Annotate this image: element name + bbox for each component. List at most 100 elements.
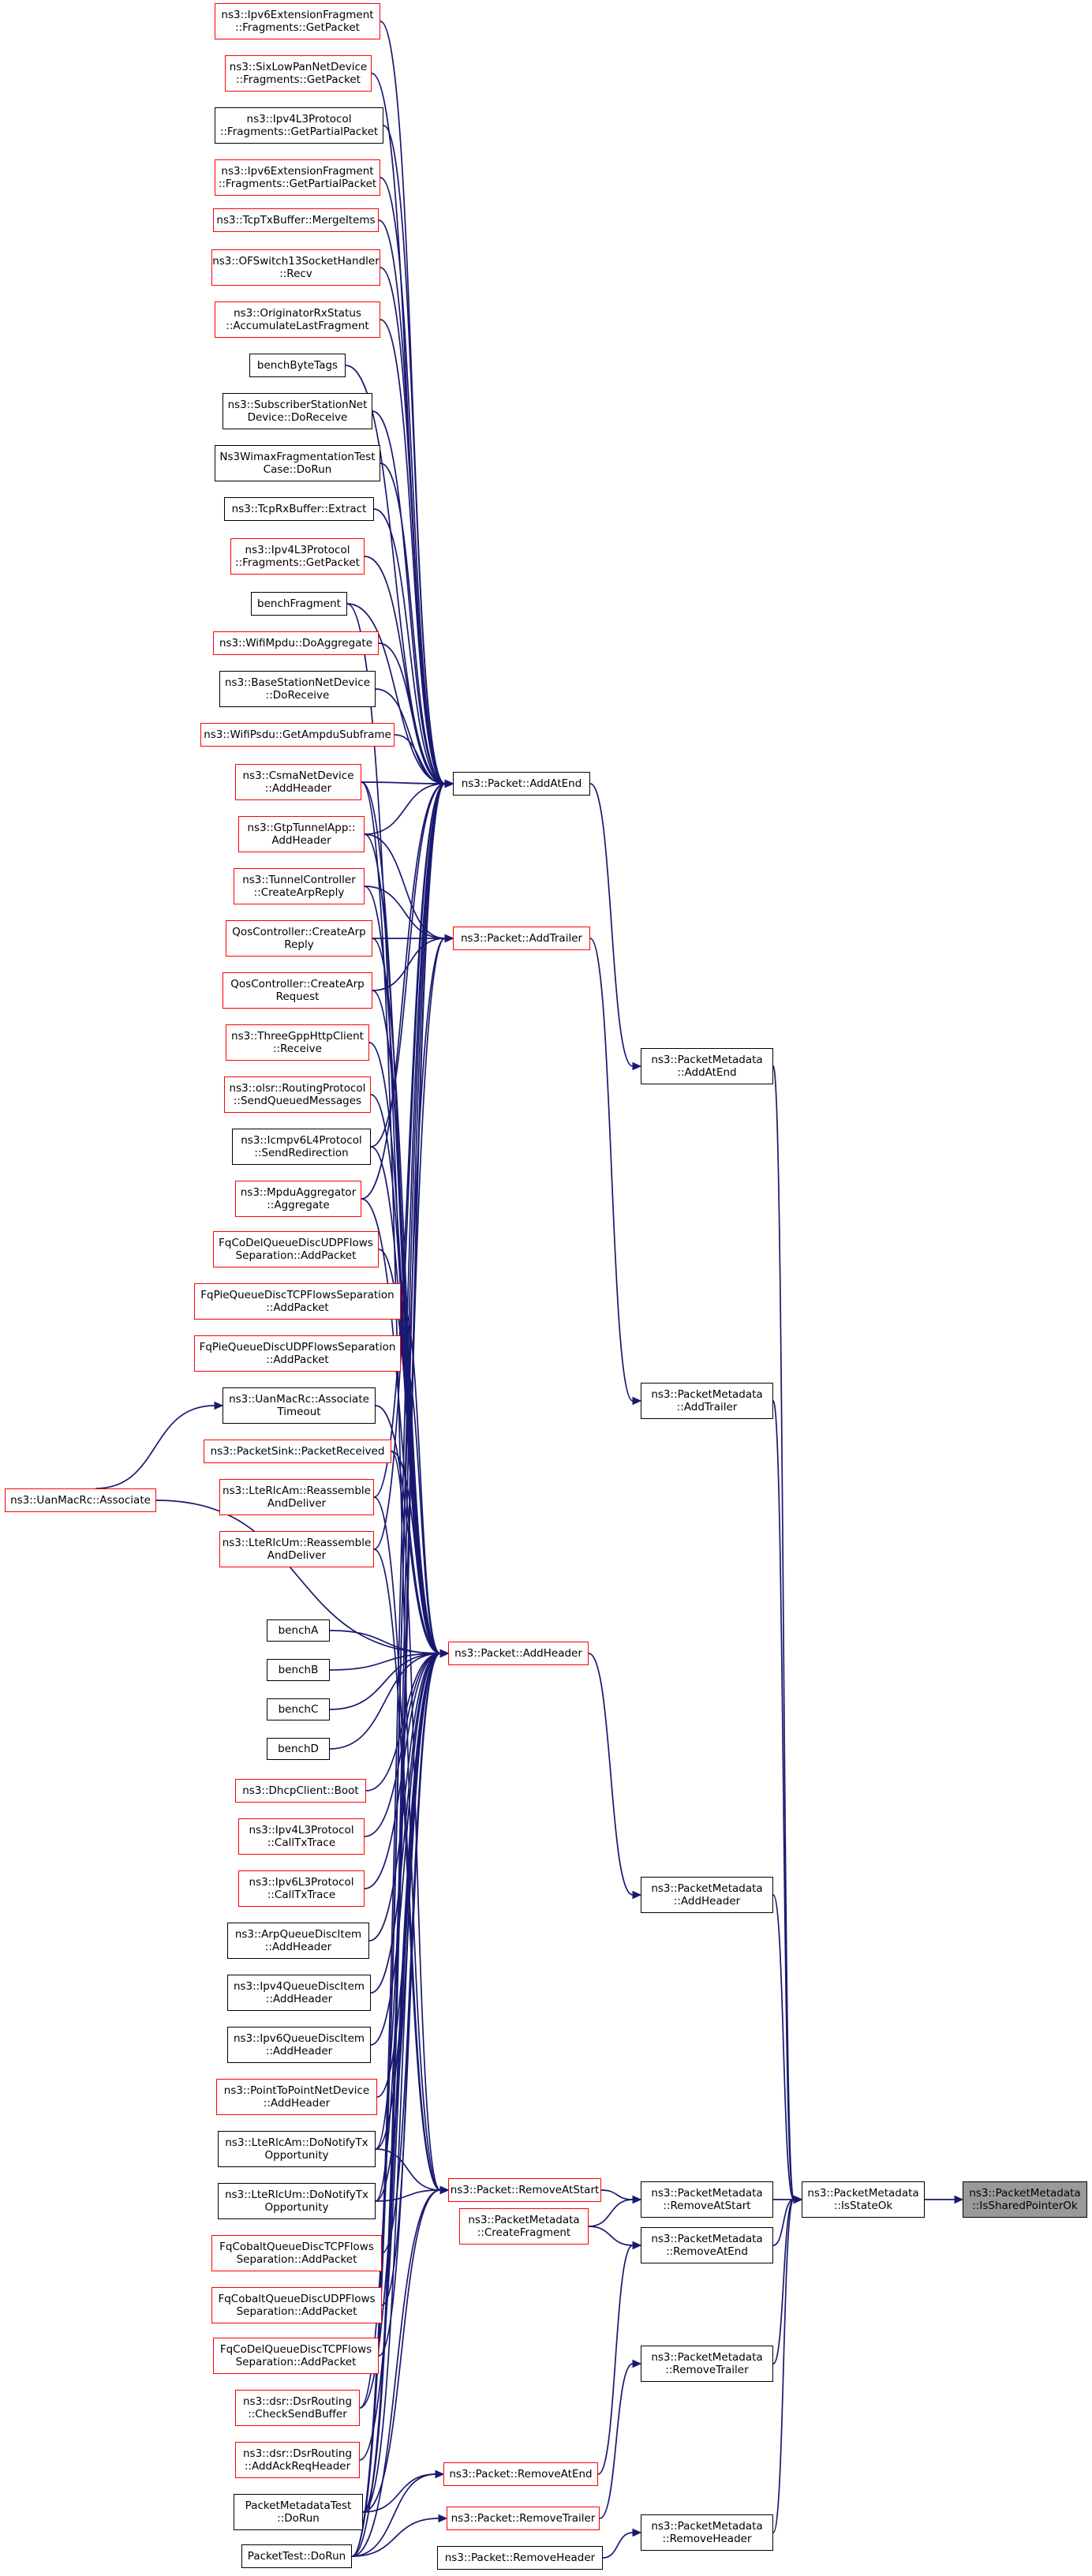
node-label-line: ::Fragments::GetPartialPacket [218, 178, 377, 190]
node-label-line: ::AccumulateLastFragment [226, 320, 369, 332]
node-label-line: ns3::MpduAggregator [240, 1186, 357, 1199]
node-csma-addheader[interactable]: ns3::CsmaNetDevice::AddHeader [235, 764, 361, 800]
node-ipv4qdi-addheader[interactable]: ns3::Ipv4QueueDiscItem::AddHeader [227, 1975, 371, 2011]
node-originator-accum[interactable]: ns3::OriginatorRxStatus::AccumulateLastF… [215, 301, 380, 338]
node-pm-isstateok[interactable]: ns3::PacketMetadata::IsStateOk [802, 2181, 925, 2218]
node-mpdu-aggregate[interactable]: ns3::MpduAggregator::Aggregate [235, 1181, 361, 1217]
node-packettest-dorun[interactable]: PacketTest::DoRun [241, 2544, 352, 2568]
node-tcprx-extract[interactable]: ns3::TcpRxBuffer::Extract [224, 497, 374, 521]
node-dsr-checksend[interactable]: ns3::dsr::DsrRouting::CheckSendBuffer [235, 2390, 360, 2426]
node-packetsink-received[interactable]: ns3::PacketSink::PacketReceived [204, 1440, 391, 1463]
node-label-line: ns3::LteRlcUm::Reassemble [222, 1537, 372, 1549]
edge-77 [351, 2189, 441, 2557]
node-tunnel-arpreply[interactable]: ns3::TunnelController::CreateArpReply [234, 868, 365, 904]
node-pm-addatend[interactable]: ns3::PacketMetadata::AddAtEnd [641, 1048, 773, 1084]
node-benchbytetags[interactable]: benchByteTags [249, 354, 346, 377]
node-label-line: ns3::PacketMetadata [651, 1882, 763, 1895]
node-ipv4-getpacket[interactable]: ns3::Ipv4L3Protocol::Fragments::GetPacke… [230, 538, 365, 575]
node-pm-removetrailer[interactable]: ns3::PacketMetadata::RemoveTrailer [641, 2346, 773, 2382]
node-pmtest-dorun[interactable]: PacketMetadataTest::DoRun [234, 2494, 363, 2530]
edge-74 [375, 2148, 441, 2191]
node-p2p-addheader[interactable]: ns3::PointToPointNetDevice::AddHeader [216, 2079, 377, 2115]
node-pm-addheader[interactable]: ns3::PacketMetadata::AddHeader [641, 1877, 773, 1913]
edge-arrowhead [438, 2514, 448, 2523]
node-ipv4-calltx[interactable]: ns3::Ipv4L3Protocol::CallTxTrace [238, 1818, 365, 1855]
node-label-line: ns3::CsmaNetDevice [242, 769, 354, 782]
node-label-line: ::DoReceive [265, 689, 330, 702]
node-threegpp-receive[interactable]: ns3::ThreeGppHttpClient::Receive [226, 1024, 369, 1061]
node-pm-removeatend[interactable]: ns3::PacketMetadata::RemoveAtEnd [641, 2227, 773, 2263]
node-packet-removeatstart[interactable]: ns3::Packet::RemoveAtStart [448, 2178, 601, 2202]
node-basestation-doreceive[interactable]: ns3::BaseStationNetDevice::DoReceive [219, 671, 376, 707]
node-packet-addtrailer[interactable]: ns3::Packet::AddTrailer [453, 927, 590, 950]
edge-71 [391, 1451, 441, 2191]
node-ofswitch-recv[interactable]: ns3::OFSwitch13SocketHandler::Recv [211, 249, 380, 286]
node-benchc[interactable]: benchC [267, 1698, 330, 1720]
node-benchb[interactable]: benchB [267, 1659, 330, 1681]
node-fqpie-udp[interactable]: FqPieQueueDiscUDPFlowsSeparation::AddPac… [194, 1335, 401, 1372]
node-label-line: ns3::LteRlcUm::DoNotifyTx [225, 2188, 368, 2201]
node-wifipsdu-getampdu[interactable]: ns3::WifiPsdu::GetAmpduSubframe [200, 723, 395, 747]
node-label-line: AndDeliver [267, 1549, 327, 1562]
node-tcptx-merge[interactable]: ns3::TcpTxBuffer::MergeItems [213, 208, 379, 232]
node-pm-createfragment[interactable]: ns3::PacketMetadata::CreateFragment [459, 2208, 589, 2245]
node-packet-addheader[interactable]: ns3::Packet::AddHeader [448, 1642, 589, 1665]
node-pm-removeheader[interactable]: ns3::PacketMetadata::RemoveHeader [641, 2514, 773, 2551]
edge-arrowhead [632, 2195, 642, 2204]
node-benchd[interactable]: benchD [267, 1738, 330, 1760]
node-ipv6-calltx[interactable]: ns3::Ipv6L3Protocol::CallTxTrace [238, 1870, 365, 1907]
node-pm-issharedpointerok: ns3::PacketMetadata::IsSharedPointerOk [963, 2181, 1087, 2218]
node-olsr-sendqueued[interactable]: ns3::olsr::RoutingProtocol::SendQueuedMe… [224, 1076, 371, 1113]
node-packet-removetrailer[interactable]: ns3::Packet::RemoveTrailer [447, 2507, 600, 2530]
node-pm-removeatstart[interactable]: ns3::PacketMetadata::RemoveAtStart [641, 2181, 773, 2218]
edge-85 [588, 2199, 634, 2227]
edge-31 [362, 938, 446, 2513]
edge-86 [588, 2226, 634, 2246]
node-benchfragment[interactable]: benchFragment [251, 592, 347, 616]
node-sixlowpan-getpacket[interactable]: ns3::SixLowPanNetDevice::Fragments::GetP… [225, 55, 372, 92]
node-bencha[interactable]: benchA [267, 1619, 330, 1642]
node-label-line: AndDeliver [267, 1497, 327, 1510]
node-label-line: ns3::PointToPointNetDevice [223, 2084, 370, 2097]
node-packet-removeatend[interactable]: ns3::Packet::RemoveAtEnd [443, 2462, 598, 2486]
node-fqpie-tcp[interactable]: FqPieQueueDiscTCPFlowsSeparation::AddPac… [194, 1283, 401, 1320]
node-dsr-addack[interactable]: ns3::dsr::DsrRouting::AddAckReqHeader [235, 2442, 360, 2478]
node-ipv6ext-getpartial[interactable]: ns3::Ipv6ExtensionFragment::Fragments::G… [215, 159, 380, 196]
node-gtp-addheader[interactable]: ns3::GtpTunnelApp::AddHeader [238, 816, 365, 852]
node-ipv6qdi-addheader[interactable]: ns3::Ipv6QueueDiscItem::AddHeader [227, 2027, 371, 2063]
edge-arrowhead [632, 2241, 642, 2250]
edge-arrowhead [435, 2469, 445, 2479]
node-ipv4-getpartial[interactable]: ns3::Ipv4L3Protocol::Fragments::GetParti… [215, 107, 383, 144]
edge-84 [600, 2189, 634, 2200]
edge-13 [378, 642, 446, 784]
node-label-line: ns3::TcpTxBuffer::MergeItems [216, 214, 376, 227]
node-uanmac-associate[interactable]: ns3::UanMacRc::Associate [5, 1488, 156, 1512]
node-label-line: ns3::PacketMetadata [651, 2351, 763, 2364]
node-arpqdi-addheader[interactable]: ns3::ArpQueueDiscItem::AddHeader [227, 1923, 369, 1959]
edge-66 [359, 1653, 441, 2461]
node-packet-removeheader[interactable]: ns3::Packet::RemoveHeader [437, 2546, 603, 2570]
node-packet-addatend[interactable]: ns3::Packet::AddAtEnd [453, 772, 590, 796]
edge-53 [365, 1653, 441, 1792]
node-ipv6ext-getpacket[interactable]: ns3::Ipv6ExtensionFragment::Fragments::G… [215, 3, 380, 39]
node-icmpv6-sendredir[interactable]: ns3::Icmpv6L4Protocol::SendRedirection [232, 1129, 371, 1165]
node-dhcp-boot[interactable]: ns3::DhcpClient::Boot [235, 1779, 366, 1803]
edge-17 [364, 783, 446, 835]
node-pm-addtrailer[interactable]: ns3::PacketMetadata::AddTrailer [641, 1383, 773, 1419]
node-wifimpdu-doagg[interactable]: ns3::WifiMpdu::DoAggregate [213, 631, 379, 655]
edge-arrowhead [632, 1061, 642, 1071]
edge-45 [400, 1353, 441, 1654]
